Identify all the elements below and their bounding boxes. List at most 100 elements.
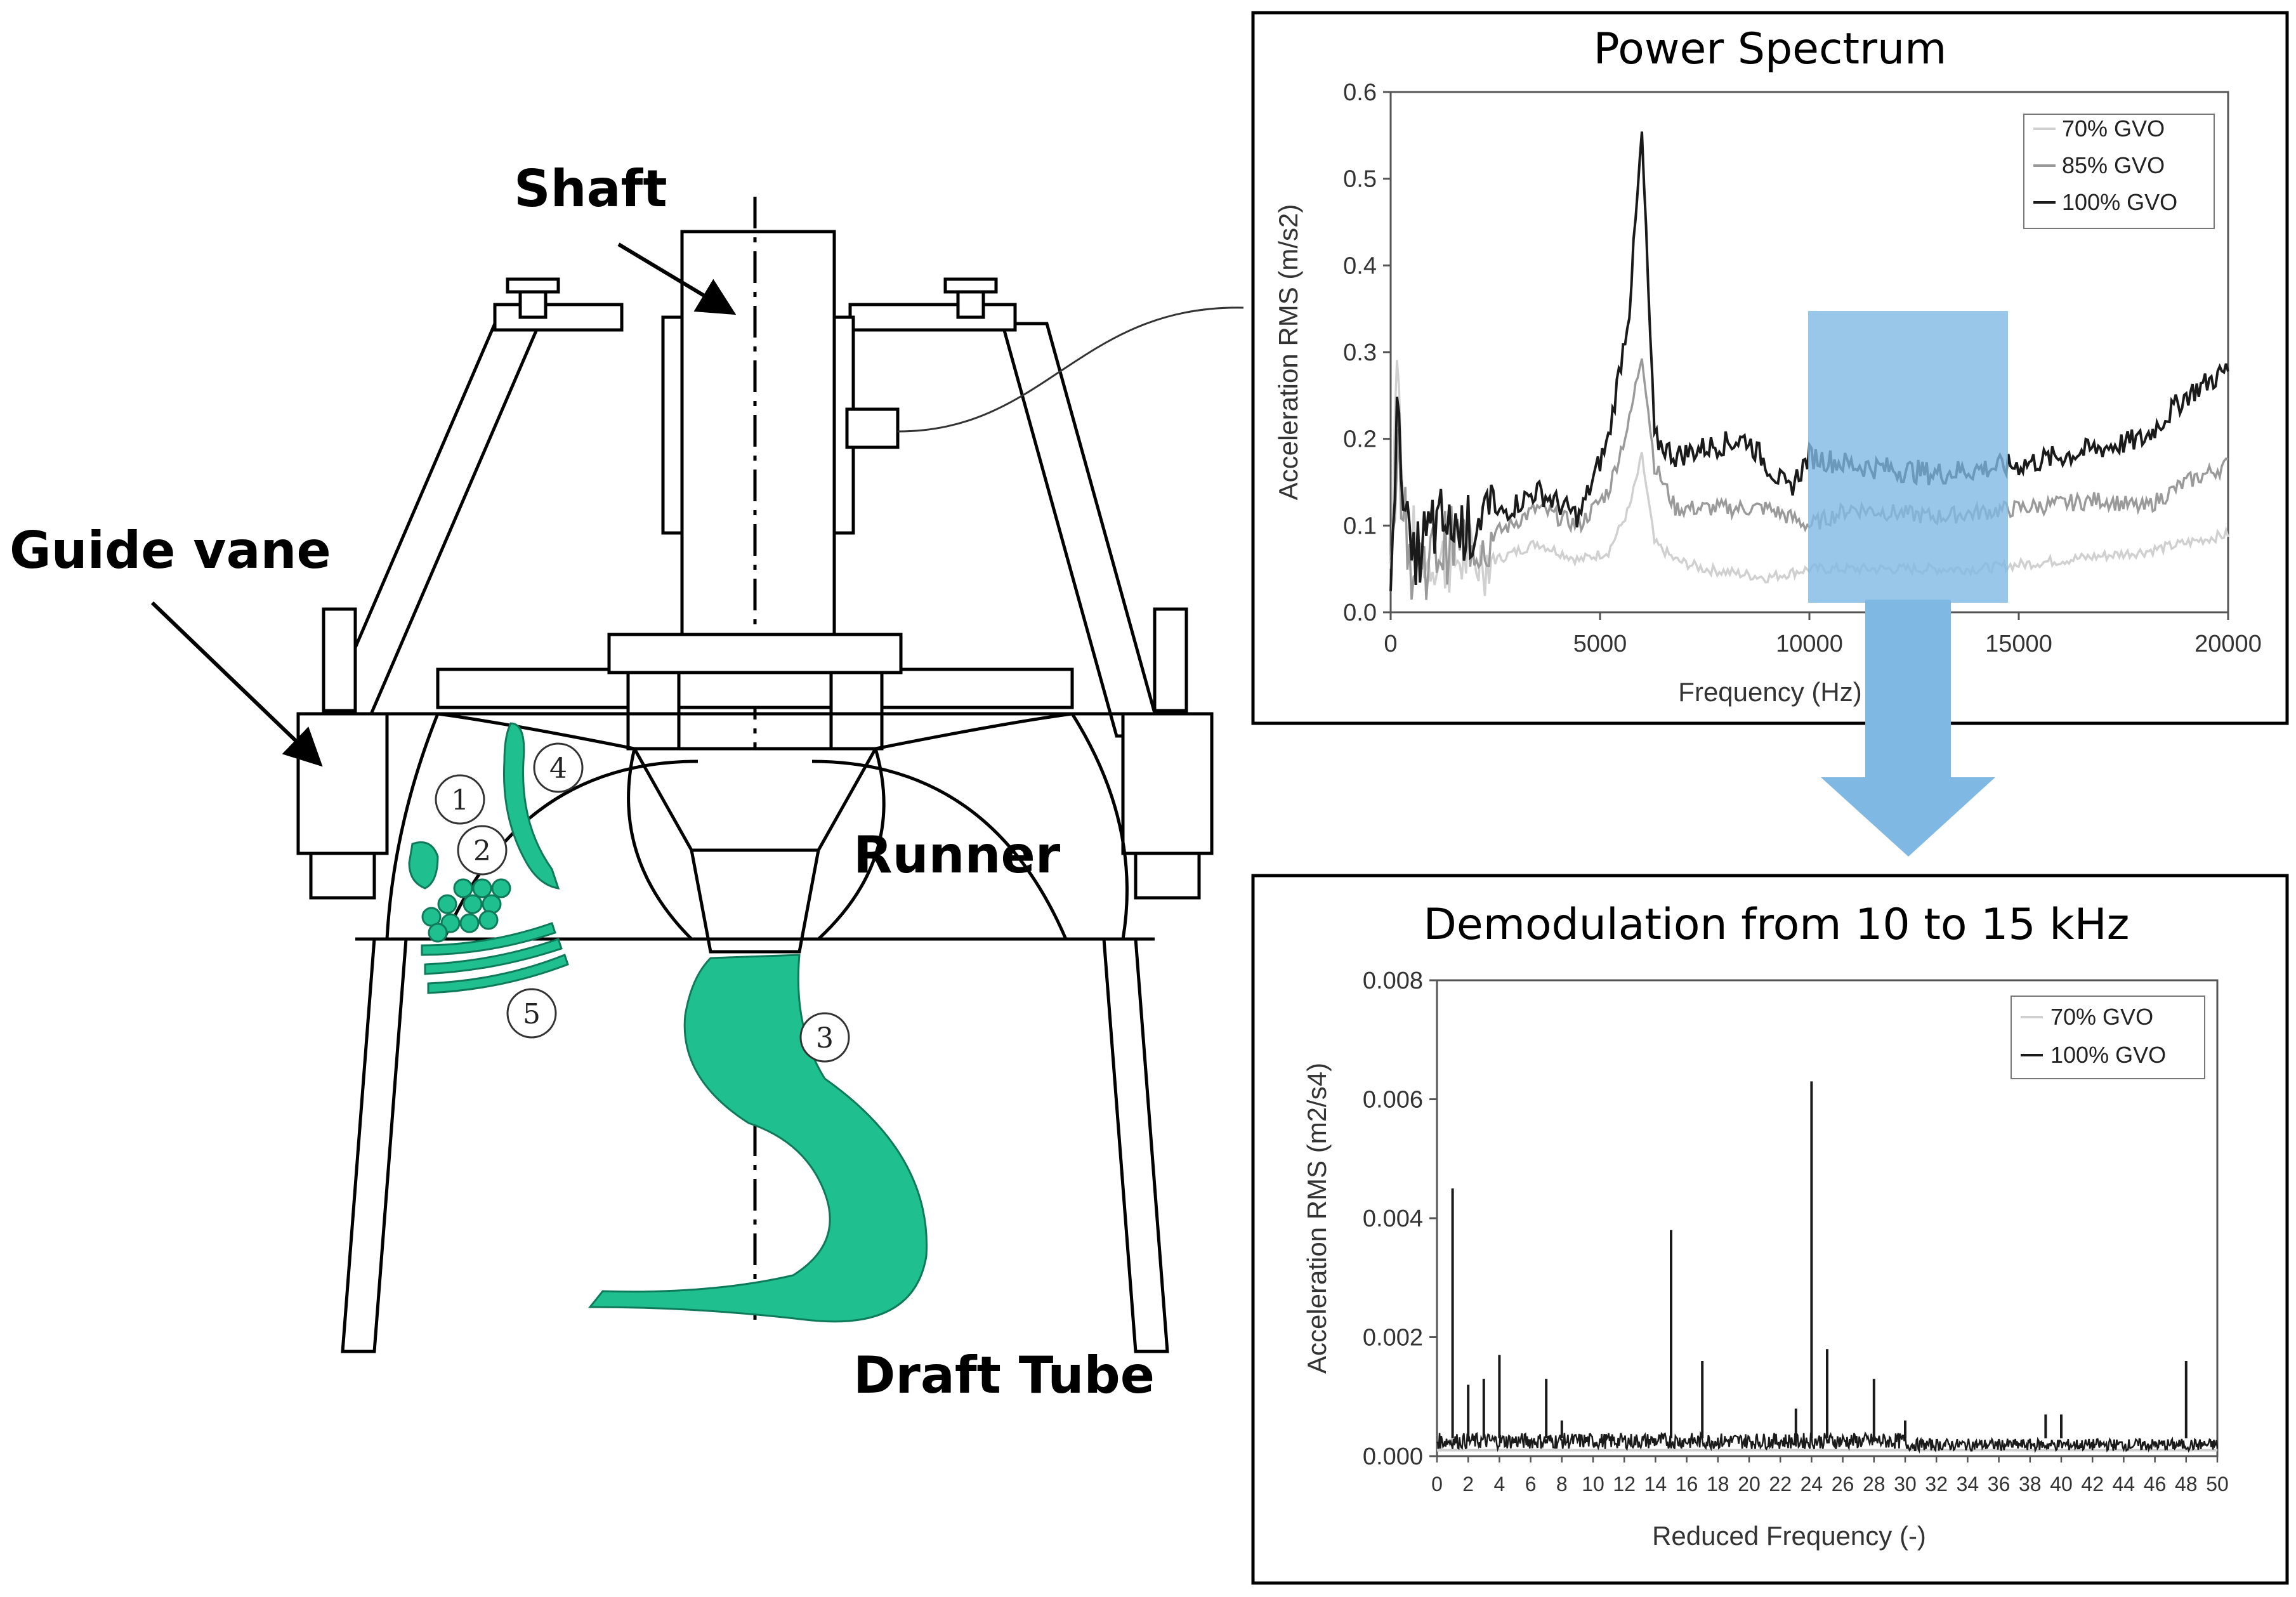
region-label-2: 2 xyxy=(473,835,491,867)
chart1-legend-label: 70% GVO xyxy=(2062,115,2165,141)
chart2-x-tick-label: 16 xyxy=(1676,1473,1698,1495)
chart1-x-tick-label: 5000 xyxy=(1573,631,1627,657)
chart2-x-tick-label: 48 xyxy=(2175,1473,2198,1495)
cavitation-regions xyxy=(408,722,928,1323)
chart1-y-tick-label: 0.5 xyxy=(1343,166,1377,193)
arrow-guide-vane xyxy=(150,601,323,767)
chart2-x-tick-label: 50 xyxy=(2206,1473,2229,1495)
chart2-legend-label: 100% GVO xyxy=(2050,1042,2166,1068)
label-guide-vane: Guide vane xyxy=(10,521,331,580)
sensor xyxy=(845,407,900,449)
chart2-x-tick-label: 22 xyxy=(1769,1473,1792,1495)
cavitation-bubbles xyxy=(421,878,511,943)
region-marker-1 xyxy=(435,774,485,825)
sensor-cable xyxy=(897,306,1244,433)
band-highlight xyxy=(1808,311,2008,603)
chart2-title: Demodulation from 10 to 15 kHz xyxy=(1424,900,2130,950)
label-runner: Runner xyxy=(853,825,1061,884)
chart2-x-tick-label: 20 xyxy=(1738,1473,1761,1495)
chart2-legend-label: 70% GVO xyxy=(2050,1004,2153,1030)
chart2-x-tick-label: 32 xyxy=(1925,1473,1948,1495)
chart2-y-label: Acceleration RMS (m2/s4) xyxy=(1302,1063,1332,1374)
chart1-y-tick-label: 0.4 xyxy=(1343,253,1377,279)
cavitation-blade xyxy=(502,722,560,890)
cavitation-leading-edge xyxy=(408,841,439,890)
chart1-y-tick-label: 0.2 xyxy=(1343,426,1377,453)
chart1-legend-label: 85% GVO xyxy=(2062,152,2165,178)
chart2-x-tick-label: 42 xyxy=(2081,1473,2104,1495)
chart1-x-tick-label: 15000 xyxy=(1985,631,2052,657)
region-label-1: 1 xyxy=(451,784,469,817)
guide-vane-right xyxy=(1121,712,1214,855)
chart1-legend xyxy=(2023,114,2215,229)
chart2-x-tick-label: 4 xyxy=(1494,1473,1506,1495)
chart2-x-tick-label: 46 xyxy=(2144,1473,2167,1495)
chart1-y-tick-label: 0.0 xyxy=(1343,600,1377,626)
chart2-legend-entries: 70% GVO 100% GVO xyxy=(2021,1004,2166,1068)
chart1-y-tick-label: 0.6 xyxy=(1343,79,1377,106)
region-marker-3 xyxy=(799,1012,850,1063)
chart2-x-tick-label: 24 xyxy=(1801,1473,1823,1495)
chart1-y-ticks: 0.0 0.1 0.2 0.3 0.4 0.5 0.6 xyxy=(1343,79,1391,626)
chart1-title: Power Spectrum xyxy=(1594,24,1947,74)
chart1-legend-entries: 70% GVO 85% GVO 100% GVO xyxy=(2033,115,2177,215)
chart2-x-tick-label: 18 xyxy=(1707,1473,1729,1495)
chart1-x-tick-label: 20000 xyxy=(2194,631,2262,657)
chart2-x-tick-label: 34 xyxy=(1957,1473,1979,1495)
chart2-x-tick-label: 8 xyxy=(1556,1473,1568,1495)
big-down-arrow xyxy=(1821,600,1995,857)
chart2-y-tick-label: 0.000 xyxy=(1363,1443,1423,1470)
chart1-x-tick-label: 0 xyxy=(1384,631,1397,657)
chart2-x-tick-label: 10 xyxy=(1582,1473,1604,1495)
region-label-4: 4 xyxy=(549,752,567,785)
guide-vane-left xyxy=(296,712,389,855)
chart2-y-tick-label: 0.008 xyxy=(1363,968,1423,994)
top-right-bracket xyxy=(848,303,1017,332)
chart2-x-tick-label: 44 xyxy=(2113,1473,2135,1495)
chart2-x-tick-label: 14 xyxy=(1644,1473,1667,1495)
chart1-x-tick-label: 10000 xyxy=(1776,631,1843,657)
head-cover xyxy=(436,667,1074,709)
region-label-3: 3 xyxy=(816,1022,834,1055)
chart2-x-tick-label: 6 xyxy=(1525,1473,1537,1495)
chart2-x-label: Reduced Frequency (-) xyxy=(1652,1521,1926,1551)
region-marker-5 xyxy=(506,988,557,1039)
chart2-x-tick-label: 30 xyxy=(1894,1473,1917,1495)
chart2-series xyxy=(1436,1081,2219,1454)
chart2-x-tick-label: 36 xyxy=(1988,1473,2011,1495)
turbine-diagram xyxy=(296,197,1214,1353)
chart2-x-tick-label: 26 xyxy=(1832,1473,1854,1495)
label-shaft: Shaft xyxy=(514,159,667,218)
chart2-legend xyxy=(2011,996,2205,1079)
cavitation-draft-tube xyxy=(587,954,928,1323)
chart2-y-tick-label: 0.006 xyxy=(1363,1087,1423,1114)
chart2-x-tick-label: 2 xyxy=(1462,1473,1474,1495)
chart2-y-tick-label: 0.002 xyxy=(1363,1325,1423,1351)
demodulation-panel: Demodulation from 10 to 15 kHz 0.000 0.00… xyxy=(1251,874,2289,1585)
region-marker-2 xyxy=(457,825,508,876)
arrow-shaft xyxy=(617,242,737,315)
cavitation-streaks xyxy=(421,922,569,994)
chart2-x-tick-label: 12 xyxy=(1613,1473,1636,1495)
chart1-legend-label: 100% GVO xyxy=(2062,189,2177,215)
chart2-x-tick-label: 40 xyxy=(2050,1473,2073,1495)
chart1-x-ticks: 0 5000 10000 15000 20000 xyxy=(1384,612,2262,657)
right-leg xyxy=(1102,937,1169,1353)
chart2-series-100-baseline xyxy=(1436,1430,2219,1454)
chart2-x-tick-label: 38 xyxy=(2019,1473,2042,1495)
left-leg xyxy=(341,937,408,1353)
chart1-y-tick-label: 0.3 xyxy=(1343,339,1377,366)
chart2-y-tick-label: 0.004 xyxy=(1363,1206,1423,1232)
label-draft-tube: Draft Tube xyxy=(853,1346,1155,1405)
chart2-x-tick-label: 28 xyxy=(1863,1473,1886,1495)
chart1-y-label: Acceleration RMS (m/s2) xyxy=(1273,204,1303,501)
region-label-5: 5 xyxy=(523,998,541,1030)
power-spectrum-panel: Power Spectrum 0.0 0.1 0.2 0.3 0.4 0.5 0.6 0 50… xyxy=(1251,11,2289,725)
chart2-x-tick-label: 0 xyxy=(1431,1473,1443,1495)
chart1-x-label: Frequency (Hz) xyxy=(1678,677,1861,707)
region-marker-4 xyxy=(533,742,584,793)
chart1-y-tick-label: 0.1 xyxy=(1343,513,1377,539)
